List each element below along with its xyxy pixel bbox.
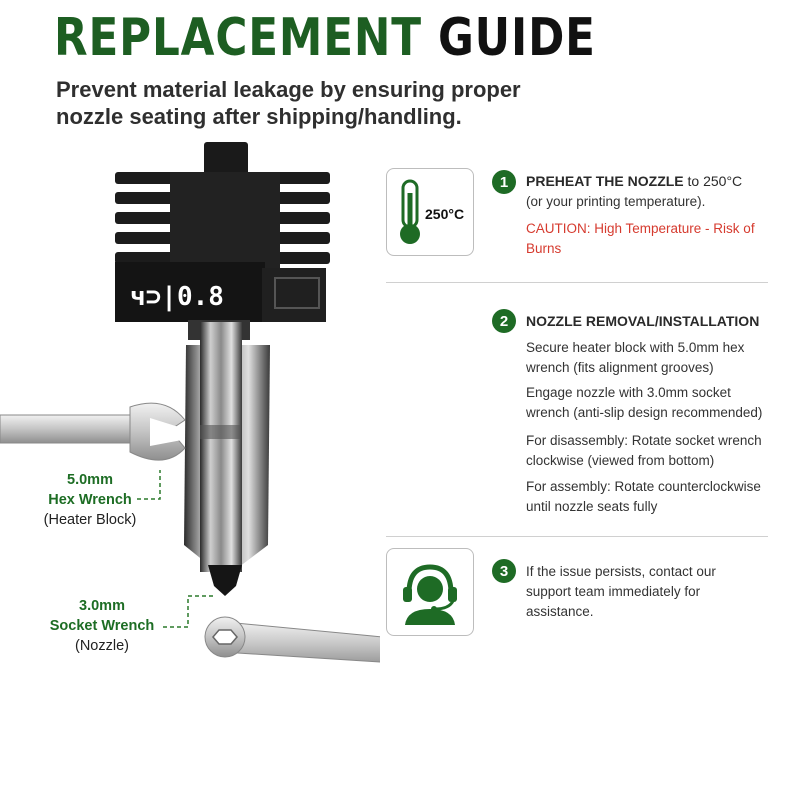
support-agent-icon (403, 564, 457, 625)
divider-2 (386, 536, 768, 537)
nozzle-tip (208, 565, 242, 596)
hotend-marking: ч⊃|0.8 (130, 282, 224, 312)
hex-wrench-size: 5.0mm (67, 472, 113, 488)
step-3-number: 3 (492, 559, 516, 583)
step-2-line-2: Engage nozzle with 3.0mm socket wrench (… (526, 385, 763, 420)
step-2-heading-bold: NOZZLE REMOVAL/INSTALLATION (526, 313, 760, 329)
step-1-caution: CAUTION: High Temperature - Risk of Burn… (526, 221, 755, 256)
divider-1 (386, 282, 768, 283)
page-subtitle: Prevent material leakage by ensuring pro… (56, 77, 521, 129)
step-1-icon-box: 250°C (386, 168, 474, 256)
socket-wrench-size: 3.0mm (79, 598, 125, 614)
hex-wrench-note: (Heater Block) (43, 512, 137, 528)
title-replacement: REPLACEMENT (54, 8, 422, 68)
step-1-heading: PREHEAT THE NOZZLE to 250°C (526, 173, 742, 189)
step-1-heading-bold: PREHEAT THE NOZZLE (526, 173, 684, 189)
heatsink (115, 172, 330, 272)
hex-wrench-label: 5.0mm Hex Wrench (Heater Block) (20, 470, 160, 530)
step-2-line-4: For assembly: Rotate counterclockwise un… (526, 479, 761, 514)
thermometer-label: 250°C (425, 206, 464, 222)
step-1-number: 1 (492, 170, 516, 194)
socket-wrench-name: Socket Wrench (49, 618, 155, 634)
step-1-heading-rest: to 250°C (683, 173, 743, 189)
thermometer-icon: 250°C (400, 179, 464, 244)
step-3-line: If the issue persists, contact our suppo… (526, 564, 716, 619)
step-2-number: 2 (492, 309, 516, 333)
step-3-icon-box (386, 548, 474, 636)
step-2-line-1: Secure heater block with 5.0mm hex wrenc… (526, 340, 745, 375)
hex-wrench-graphic (0, 402, 186, 461)
hotend-body (115, 262, 265, 322)
hotend-illustration: ч⊃|0.8 (0, 142, 380, 663)
heat-break (200, 322, 242, 572)
step-2-heading: NOZZLE REMOVAL/INSTALLATION (526, 313, 759, 329)
step-1-line: (or your printing temperature). (526, 194, 706, 209)
page-title: REPLACEMENT GUIDE (54, 8, 596, 68)
side-bracket (262, 268, 326, 322)
step-2-line-3: For disassembly: Rotate socket wrench cl… (526, 433, 762, 468)
socket-wrench-note: (Nozzle) (75, 638, 129, 654)
socket-wrench-label: 3.0mm Socket Wrench (Nozzle) (38, 596, 166, 656)
title-guide: GUIDE (437, 8, 596, 68)
socket-wrench-graphic (204, 616, 380, 663)
hex-wrench-name: Hex Wrench (48, 492, 132, 508)
